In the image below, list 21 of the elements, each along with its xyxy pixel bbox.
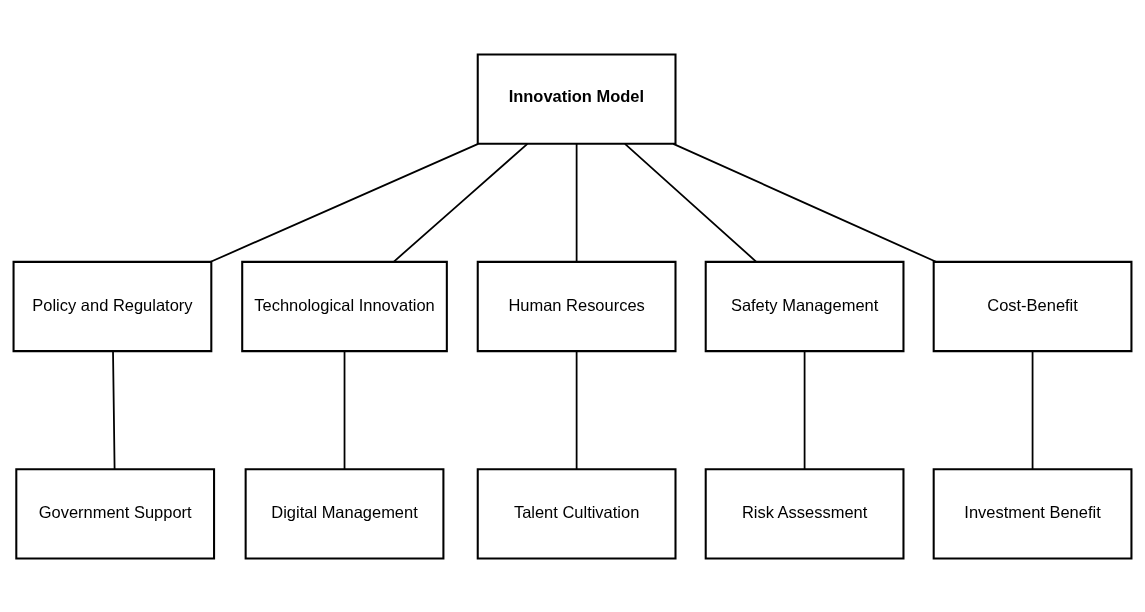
connector [1031,349,1034,470]
node-box: Investment Benefit [932,467,1133,560]
node-box: Human Resources [476,260,677,352]
connector [209,142,480,263]
node-box: Innovation Model [476,52,677,145]
connector [672,142,937,263]
connector [803,349,806,470]
node-box: Government Support [15,467,216,560]
node-box: Safety Management [704,260,905,352]
node-box: Technological Innovation [241,260,448,352]
node-box: Cost-Benefit [932,260,1133,352]
node-box: Digital Management [244,467,445,560]
connector [112,349,116,470]
node-box: Policy and Regulatory [12,260,213,352]
connector [624,142,758,263]
connector [343,349,346,470]
connector [392,142,529,263]
connector [575,349,578,470]
node-box: Talent Cultivation [476,467,677,560]
connector [575,142,578,263]
node-box: Risk Assessment [704,467,905,560]
